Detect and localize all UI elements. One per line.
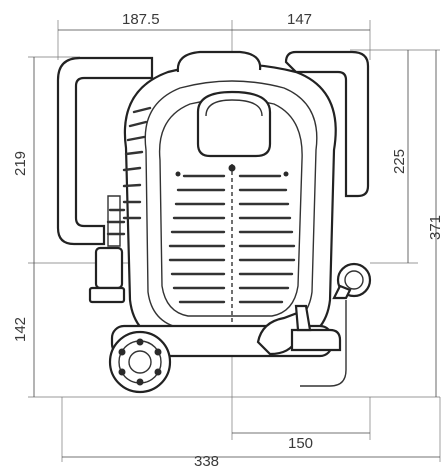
dim-right-total: 371	[427, 215, 442, 240]
dim-bottom-total: 338	[194, 453, 219, 468]
left-frame-handle	[56, 56, 154, 246]
dim-left-upper: 219	[12, 151, 29, 176]
left-cooling-fins	[106, 106, 152, 236]
dim-left-lower: 142	[12, 317, 29, 342]
right-frame	[284, 50, 370, 198]
engine-illustration	[56, 50, 372, 394]
dim-top-left: 187.5	[122, 11, 160, 28]
fuel-window	[196, 90, 272, 158]
throttle-lever	[256, 304, 342, 356]
dim-bottom-partial: 150	[288, 435, 313, 452]
choke-knob	[332, 262, 372, 300]
dimension-labels: 187.5 147 219 142 225 371 338 150	[12, 11, 442, 468]
dim-right-upper: 225	[391, 149, 408, 174]
air-grille	[168, 174, 296, 304]
dim-top-right: 147	[287, 11, 312, 28]
